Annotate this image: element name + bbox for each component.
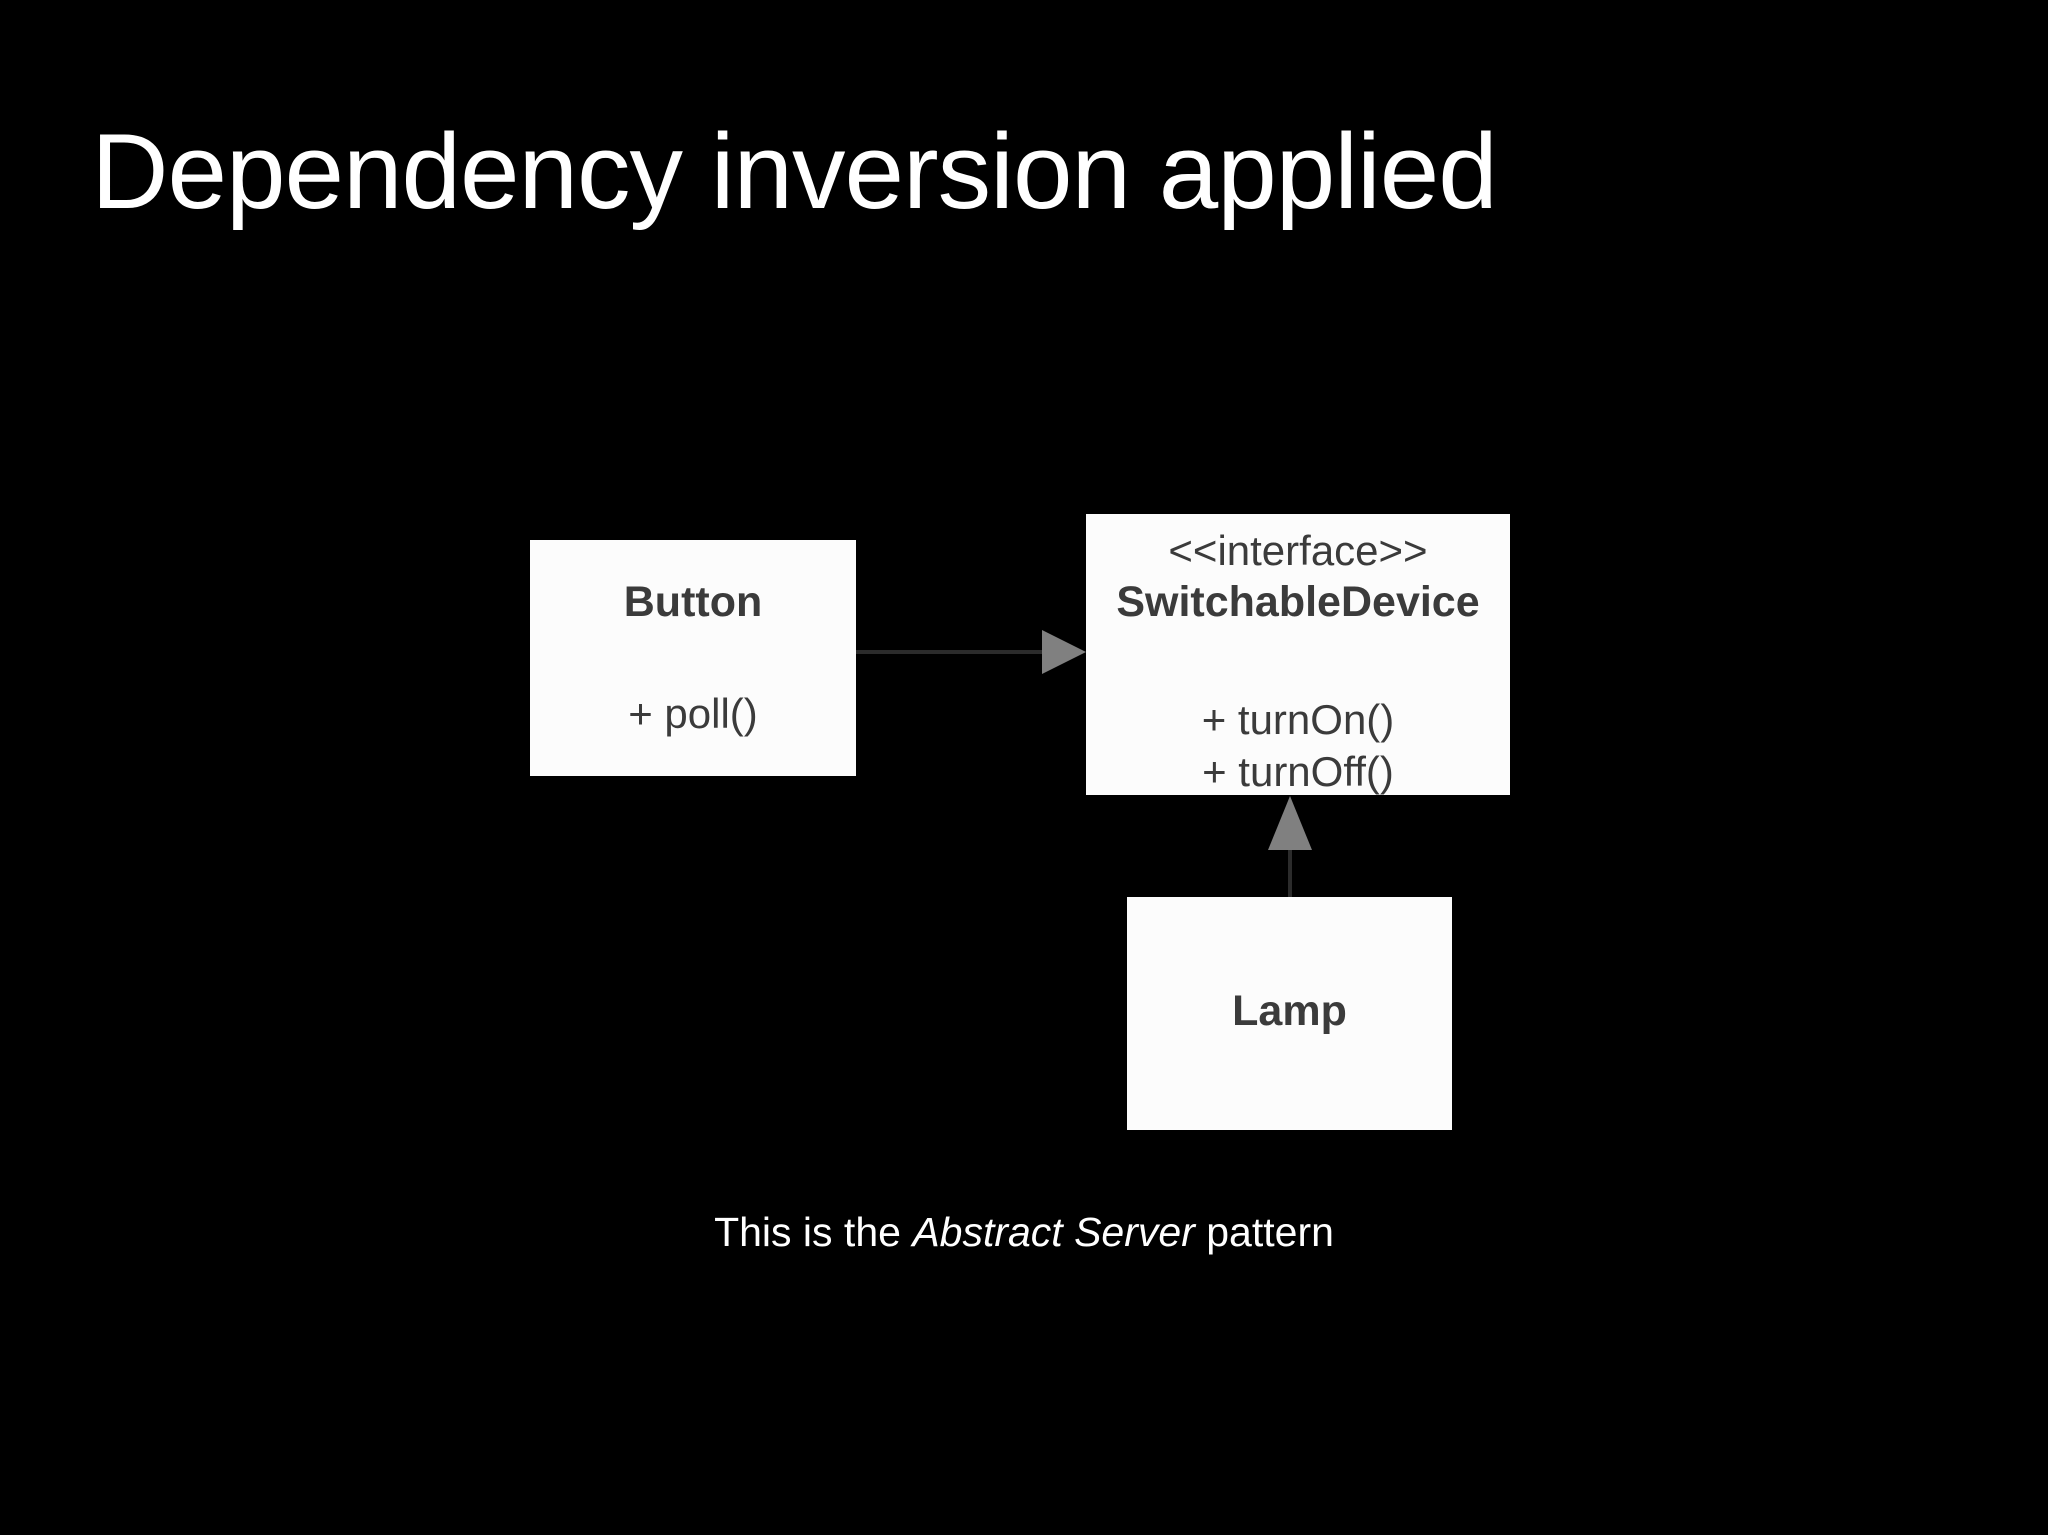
uml-interface-switchabledevice[interactable]: <<interface>> SwitchableDevice + turnOn(…	[1086, 514, 1510, 795]
uml-class-name-lamp: Lamp	[1232, 987, 1347, 1035]
uml-members-button: + poll()	[628, 688, 758, 740]
uml-class-name-button: Button	[623, 578, 763, 626]
uml-member-turnon: + turnOn()	[1201, 696, 1395, 743]
page-title: Dependency inversion applied	[91, 111, 1498, 231]
dependency-arrow-button-to-switchabledevice	[856, 630, 1086, 674]
uml-class-button[interactable]: Button + poll()	[530, 540, 856, 776]
uml-class-lamp[interactable]: Lamp	[1127, 897, 1452, 1130]
uml-class-name-switchabledevice: SwitchableDevice	[1116, 578, 1480, 626]
realization-arrow-lamp-to-switchabledevice	[1268, 796, 1312, 897]
caption-suffix: pattern	[1194, 1209, 1334, 1255]
realization-arrowhead	[1268, 796, 1312, 850]
uml-member-turnoff: + turnOff()	[1202, 748, 1394, 795]
caption-prefix: This is the	[714, 1209, 913, 1255]
dependency-arrowhead	[1042, 630, 1086, 674]
uml-member-poll: + poll()	[628, 690, 758, 737]
caption-emphasis: Abstract Server	[912, 1209, 1195, 1255]
slide-caption: This is the Abstract Server pattern	[0, 1204, 2048, 1260]
uml-stereotype-interface: <<interface>>	[1168, 527, 1428, 574]
uml-members-switchabledevice: + turnOn() + turnOff()	[1202, 694, 1395, 798]
